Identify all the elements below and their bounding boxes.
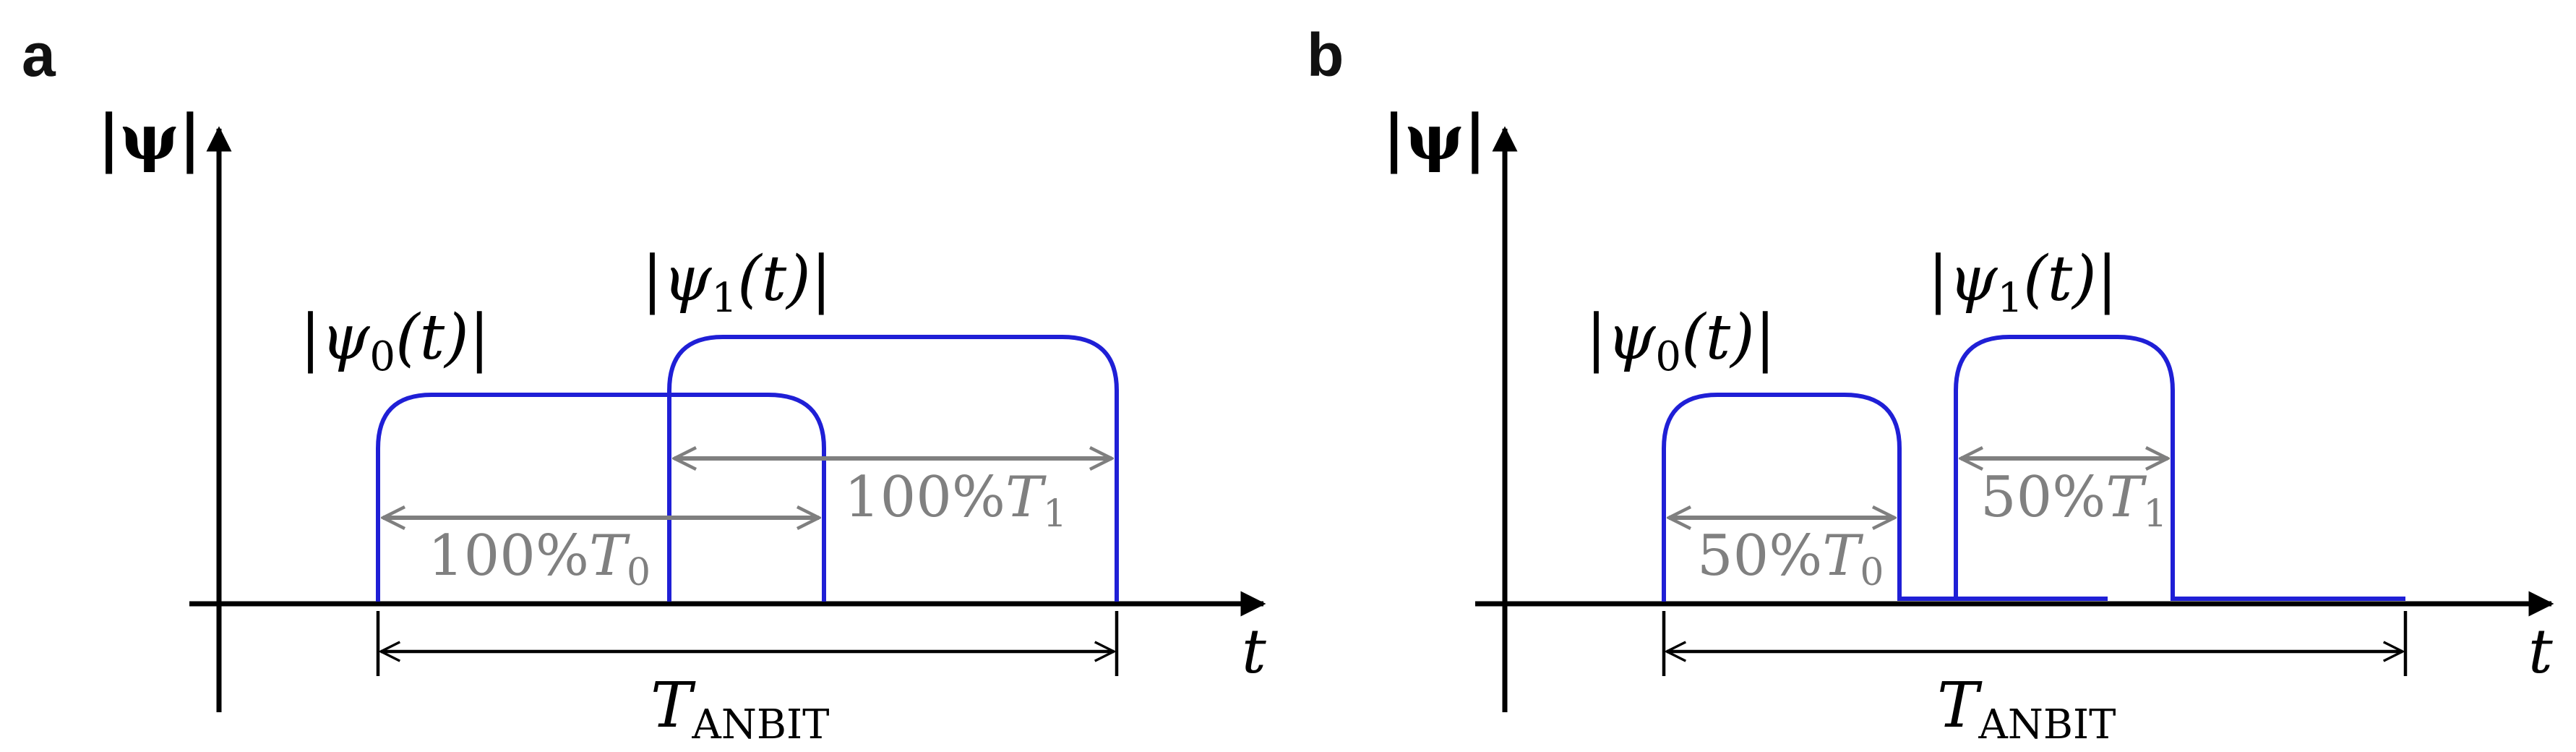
- panel-a: a |𝛙| t |ψ0(t)| |ψ1(t)| 100%T0 100%T1 TA…: [22, 21, 1266, 748]
- y-axis-label: |𝛙|: [1383, 101, 1487, 174]
- x-axis-label: t: [1242, 616, 1266, 687]
- psi1-label: |ψ1(t)|: [1928, 243, 2118, 322]
- psi1-label: |ψ1(t)|: [642, 243, 832, 322]
- psi0-label: |ψ0(t)|: [1586, 302, 1776, 380]
- panel-b: b |𝛙| t |ψ0(t)| |ψ1(t)| 50%T0 50%T1 TANB…: [1307, 21, 2554, 748]
- psi0-width-label: 50%T0: [1697, 524, 1884, 594]
- psi0-pulse: [376, 393, 826, 602]
- psi0-width-label: 100%T0: [428, 524, 651, 594]
- panel-letter-b: b: [1307, 21, 1344, 89]
- psi0-label: |ψ0(t)|: [300, 302, 490, 380]
- psi1-width-label: 100%T1: [844, 465, 1067, 536]
- panel-letter-a: a: [22, 21, 56, 89]
- total-duration-label: TANBIT: [1937, 670, 2116, 748]
- y-axis-label: |𝛙|: [98, 101, 202, 174]
- total-duration-label: TANBIT: [651, 670, 829, 748]
- psi1-width-label: 50%T1: [1980, 465, 2168, 536]
- psi0-pulse: [1662, 393, 2108, 602]
- psi1-pulse: [667, 335, 1119, 602]
- x-axis-label: t: [2528, 616, 2553, 687]
- psi1-pulse: [1899, 335, 2405, 601]
